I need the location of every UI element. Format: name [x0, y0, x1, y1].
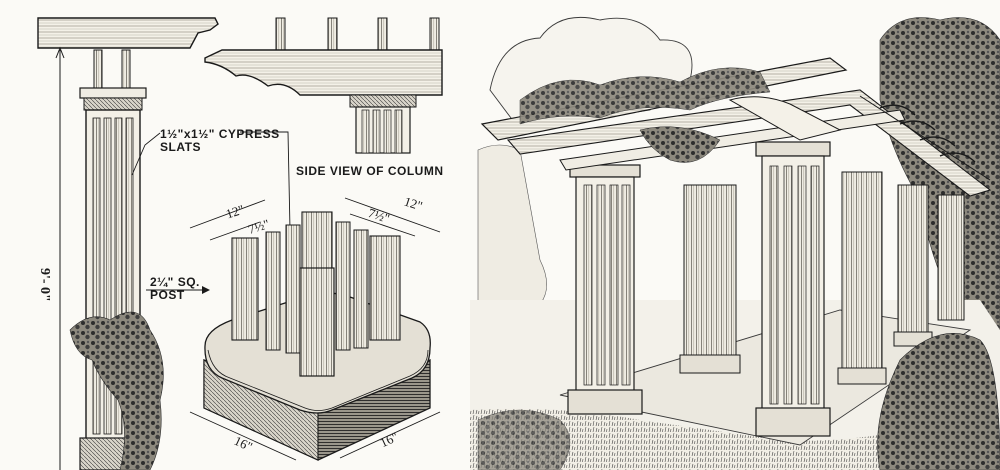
side-view-label: SIDE VIEW OF COLUMN	[296, 164, 444, 178]
column-elevation	[37, 17, 219, 470]
post-label: 2¼" SQ. POST	[150, 275, 200, 302]
isometric-base	[189, 197, 441, 461]
cypress-slats-label: 1½"x1½" CYPRESS SLATS	[160, 127, 280, 154]
side-view-detail	[204, 17, 443, 231]
height-dimension: 9'- 0"	[37, 268, 52, 302]
pergola-scene	[470, 16, 1000, 470]
